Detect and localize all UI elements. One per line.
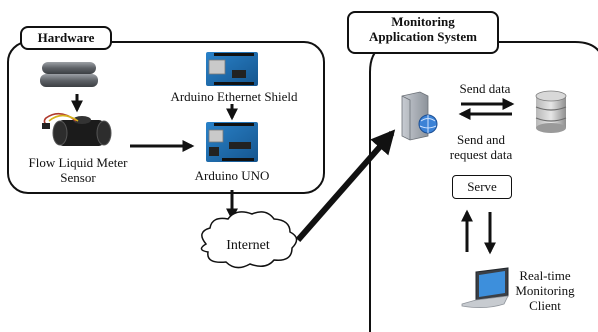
flow-sensor-label-line1: Flow Liquid Meter [28,155,128,170]
send-request-label-line1: Send and [456,132,506,147]
arduino-uno-label: Arduino UNO [194,168,270,183]
send-request-label-line2: request data [449,147,513,162]
laptop-icon [461,267,509,308]
internet-label: Internet [226,238,270,253]
monitoring-title-line1: Monitoring [391,14,455,29]
serve-label: Serve [467,179,497,194]
monitoring-title-line2: Application System [369,29,477,44]
monitoring-title: Monitoring Application System [347,11,499,54]
send-data-label: Send data [459,81,511,96]
flow-sensor-label-line2: Sensor [60,170,96,185]
arrow-internet-to-server [295,129,396,242]
ethernet-shield-label: Arduino Ethernet Shield [170,89,298,104]
ethernet-shield-icon [206,52,258,86]
serve-box: Serve [452,175,512,199]
flow-sensor-icon [42,112,112,146]
client-label-line1: Real-time [519,268,571,283]
client-label-line2: Monitoring [515,283,575,298]
database-icon [535,90,567,133]
internet-cloud-icon [200,211,298,269]
flow-sensor-label: Flow Liquid Meter Sensor [18,155,138,185]
server-icon [401,91,438,141]
client-label: Real-time Monitoring Client [505,268,585,313]
send-request-label: Send and request data [438,132,524,162]
hardware-title: Hardware [20,26,112,50]
arduino-uno-icon [206,122,258,162]
client-label-line3: Client [529,298,561,313]
hardware-container [7,41,325,194]
pipe-icon [40,62,98,87]
